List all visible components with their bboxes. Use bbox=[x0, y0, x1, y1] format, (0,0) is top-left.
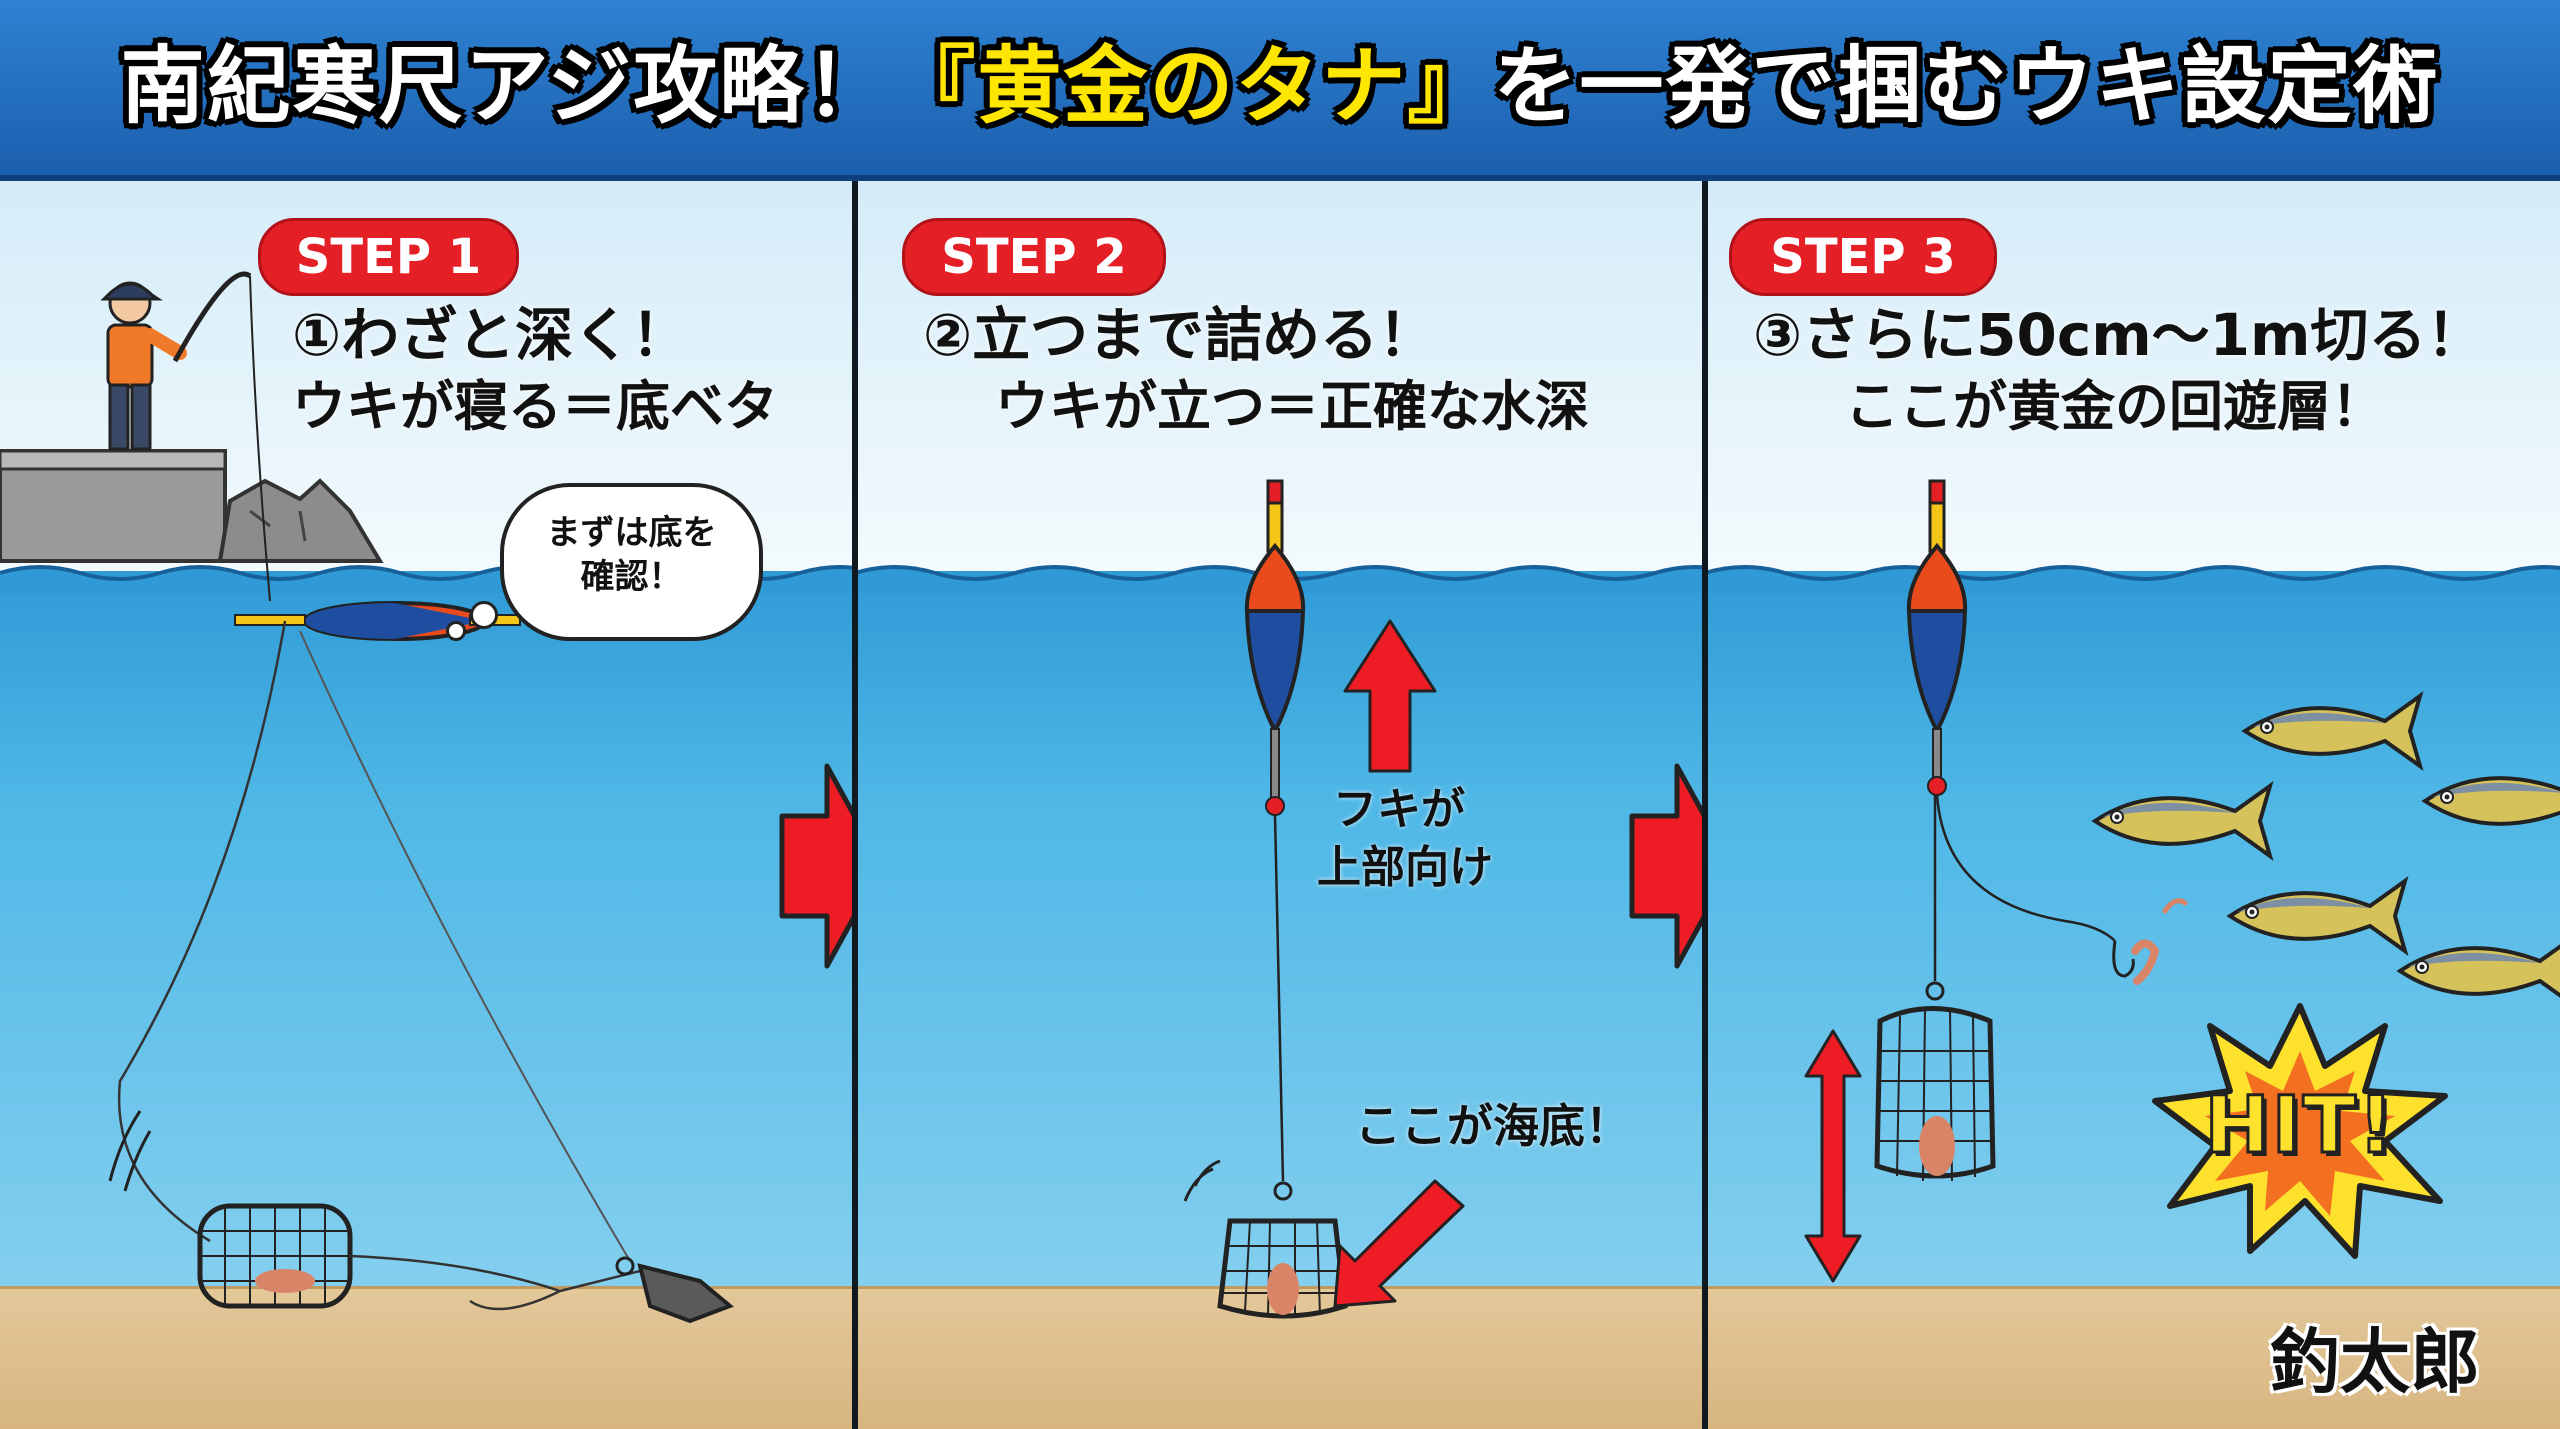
bait-cage-upright bbox=[1217, 1218, 1348, 1319]
fishing-tackle bbox=[1804, 479, 2188, 1283]
seabed-arrow-icon bbox=[1333, 1179, 1465, 1308]
hit-burst-icon bbox=[2152, 1003, 2448, 1259]
author-signature: 釣太郎 bbox=[2270, 1321, 2480, 1403]
seabed-sand bbox=[1705, 1286, 2560, 1429]
fishing-tackle bbox=[108, 271, 734, 1324]
step-badge: STEP 1 bbox=[258, 218, 519, 296]
seabed-note: ここが海底！ bbox=[1355, 1099, 1631, 1153]
bubble-text-line1: まずは底を bbox=[546, 513, 717, 553]
arrow-note-line2: 上部向け bbox=[1317, 842, 1493, 893]
bait-cage-lying bbox=[197, 1203, 353, 1309]
fish bbox=[2423, 764, 2560, 838]
fisherman-figure bbox=[100, 281, 187, 451]
panel-step-2: フキが 上部向け ここが海底！ STEP 2 ②立つまで詰める！ ウキが立つ＝正… bbox=[855, 181, 1705, 1429]
depth-range-arrow-icon bbox=[1804, 1029, 1862, 1283]
caption-line2: ウキが寝る＝底ベタ bbox=[292, 375, 778, 438]
panel-step-3: HIT! STEP 3 ③さらに50cm～1m切る！ ここが黄金の回遊層！ bbox=[1705, 181, 2560, 1429]
fish bbox=[2398, 934, 2560, 1008]
next-arrow-icon bbox=[1629, 763, 1705, 969]
float-lying bbox=[234, 601, 521, 641]
fishing-tackle bbox=[1183, 479, 1465, 1319]
title-highlight: 『黄金のタナ』 bbox=[891, 37, 1494, 135]
up-arrow-icon bbox=[1343, 619, 1437, 773]
speech-bubble: まずは底を 確認！ bbox=[500, 483, 763, 641]
caption-line1: ①わざと深く！ bbox=[292, 301, 690, 369]
pier-scene bbox=[0, 449, 384, 563]
caption-line1: ③さらに50cm～1m切る！ bbox=[1753, 301, 2485, 369]
fish bbox=[2093, 784, 2272, 858]
title-part1: 南紀寒尺アジ攻略！ bbox=[120, 37, 892, 135]
float-standing bbox=[1906, 479, 1968, 780]
fish bbox=[2228, 879, 2407, 953]
step-badge: STEP 2 bbox=[902, 218, 1166, 296]
panel-divider bbox=[852, 181, 858, 1429]
bubble-text-line2: 確認！ bbox=[580, 557, 683, 597]
page-title: 南紀寒尺アジ攻略！『黄金のタナ』を一発で掴むウキ設定術 bbox=[0, 36, 2560, 136]
next-arrow-icon bbox=[779, 763, 855, 969]
panel-step-1: まずは底を 確認！ STEP 1 ①わざと深く！ ウキが寝る＝底ベタ bbox=[0, 181, 855, 1429]
panel-divider bbox=[1702, 181, 1708, 1429]
arrow-note-line1: フキが bbox=[1333, 784, 1465, 835]
title-part2: を一発で掴むウキ設定術 bbox=[1493, 37, 2440, 135]
sinker bbox=[637, 1263, 734, 1324]
fish bbox=[2243, 694, 2422, 768]
title-banner: 南紀寒尺アジ攻略！『黄金のタナ』を一発で掴むウキ設定術 bbox=[0, 0, 2560, 181]
float-standing bbox=[1244, 479, 1306, 800]
caption-line2: ここが黄金の回遊層！ bbox=[1845, 375, 2385, 438]
caption-line2: ウキが立つ＝正確な水深 bbox=[995, 375, 1589, 438]
caption-line1: ②立つまで詰める！ bbox=[923, 301, 1437, 369]
bait-cage-suspended bbox=[1874, 1006, 1996, 1182]
step-badge: STEP 3 bbox=[1729, 218, 1997, 296]
hit-text: HIT! bbox=[2203, 1080, 2396, 1173]
bubble-dot bbox=[446, 621, 466, 641]
bubble-dot bbox=[470, 601, 498, 629]
